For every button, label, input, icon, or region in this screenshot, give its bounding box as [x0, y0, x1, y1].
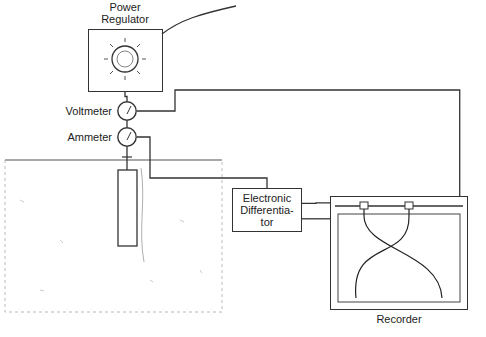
- heater-probe: [118, 170, 137, 246]
- dial-rays: [104, 38, 146, 80]
- liquid-tank: [5, 160, 222, 312]
- wire: [137, 137, 267, 188]
- node-label: Recorder: [376, 313, 421, 325]
- dial-inner: [117, 51, 133, 67]
- meter-ring: [118, 128, 136, 146]
- wire: [137, 90, 460, 196]
- pen-carriage: [360, 202, 368, 209]
- process-box: Electronic Differentia- tor: [232, 188, 302, 232]
- meter-face: [117, 101, 137, 121]
- chart-paper: [338, 214, 460, 302]
- recorder-box: Recorder: [330, 196, 468, 325]
- wire: [302, 202, 330, 204]
- box-outline: [88, 29, 163, 92]
- regulator-box: Power Regulator: [70, 1, 180, 92]
- meter-ring: [118, 102, 136, 120]
- meter-circle: Voltmeter: [66, 101, 137, 121]
- circle-outline: [117, 101, 137, 121]
- box-outline: [330, 196, 468, 310]
- regulator-dial: [104, 38, 146, 80]
- box-outline: Electronic Differentia- tor: [232, 188, 302, 232]
- meter-face: [117, 127, 137, 147]
- tank-surface: [5, 159, 222, 160]
- node-label: Electronic Differentia- tor: [236, 192, 298, 228]
- node-label: Ammeter: [67, 131, 112, 143]
- dial-circle: [112, 46, 138, 72]
- tank-texture: [20, 200, 202, 291]
- trace-curve: [356, 209, 409, 298]
- probe-lead: [126, 147, 127, 170]
- meter-needle: [127, 106, 131, 114]
- trace-curve: [364, 209, 442, 298]
- meter-circle: Ammeter: [67, 127, 137, 147]
- node-label: Power Regulator: [90, 1, 160, 25]
- meter-needle: [127, 132, 131, 140]
- circle-outline: [117, 127, 137, 147]
- wire: [302, 218, 330, 219]
- recorder-mechanism: [335, 202, 463, 302]
- immersion-mark: [122, 156, 132, 157]
- wire: [125, 92, 127, 101]
- wire: [126, 121, 127, 127]
- pen-carriage: [405, 202, 413, 209]
- power-cord: [162, 6, 236, 34]
- pen-rail: [335, 205, 463, 206]
- tank-wall: [5, 160, 222, 312]
- node-label: Voltmeter: [66, 105, 112, 117]
- sensor-lead: [141, 168, 144, 262]
